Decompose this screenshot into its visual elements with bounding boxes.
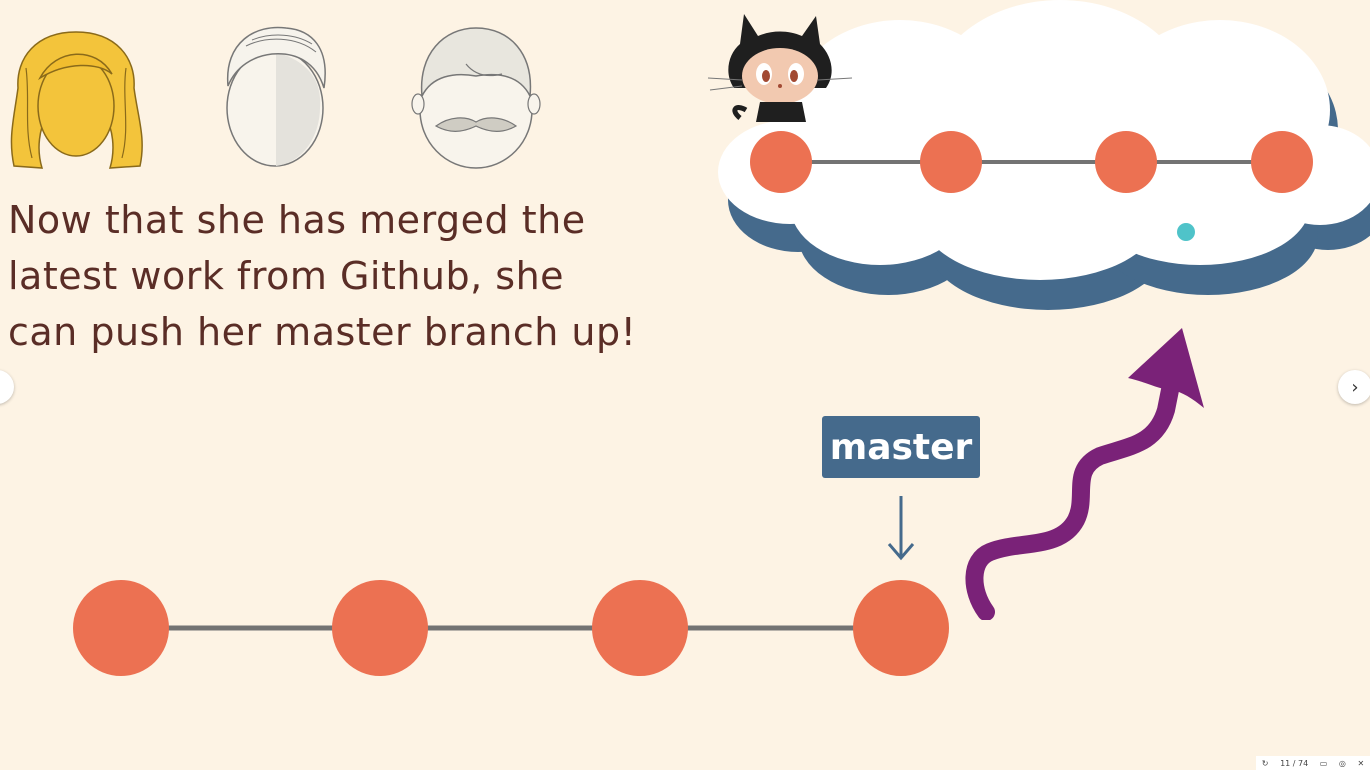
cursor-highlight	[1177, 223, 1195, 241]
local-commit-1[interactable]	[73, 580, 169, 676]
man-avatar-icon	[226, 26, 326, 167]
previous-slide-button[interactable]: ‹	[0, 370, 14, 404]
local-commit-2[interactable]	[332, 580, 428, 676]
branch-pointer-arrow-icon	[887, 496, 915, 561]
local-commit-3[interactable]	[592, 580, 688, 676]
slide-caption: Now that she has merged the latest work …	[8, 192, 637, 360]
github-octocat-icon	[707, 14, 853, 122]
window-icon[interactable]: ▭	[1319, 758, 1328, 768]
master-branch-label: master	[822, 416, 980, 478]
local-commit-graph	[73, 580, 949, 676]
remote-commit-4[interactable]	[1251, 131, 1313, 193]
mustache-man-avatar-icon	[411, 27, 541, 169]
next-slide-button[interactable]: ›	[1338, 370, 1370, 404]
remote-commit-1[interactable]	[750, 131, 812, 193]
cast-icon[interactable]: ◎	[1338, 758, 1346, 768]
page-counter: 11 / 74	[1280, 758, 1309, 768]
caption-line-3: can push her master branch up!	[8, 310, 637, 354]
local-commit-4[interactable]	[853, 580, 949, 676]
close-icon[interactable]: ✕	[1357, 758, 1365, 768]
push-arrow-icon	[965, 328, 1204, 620]
cloud-icon	[718, 0, 1370, 310]
caption-line-2: latest work from Github, she	[8, 254, 565, 298]
refresh-icon[interactable]: ↻	[1261, 758, 1269, 768]
remote-commit-2[interactable]	[920, 131, 982, 193]
caption-line-1: Now that she has merged the	[8, 198, 586, 242]
woman-blonde-avatar-icon	[10, 31, 143, 169]
remote-commit-graph	[750, 131, 1313, 193]
presentation-toolbar: ↻ 11 / 74 ▭ ◎ ✕	[1256, 756, 1370, 770]
remote-commit-3[interactable]	[1095, 131, 1157, 193]
